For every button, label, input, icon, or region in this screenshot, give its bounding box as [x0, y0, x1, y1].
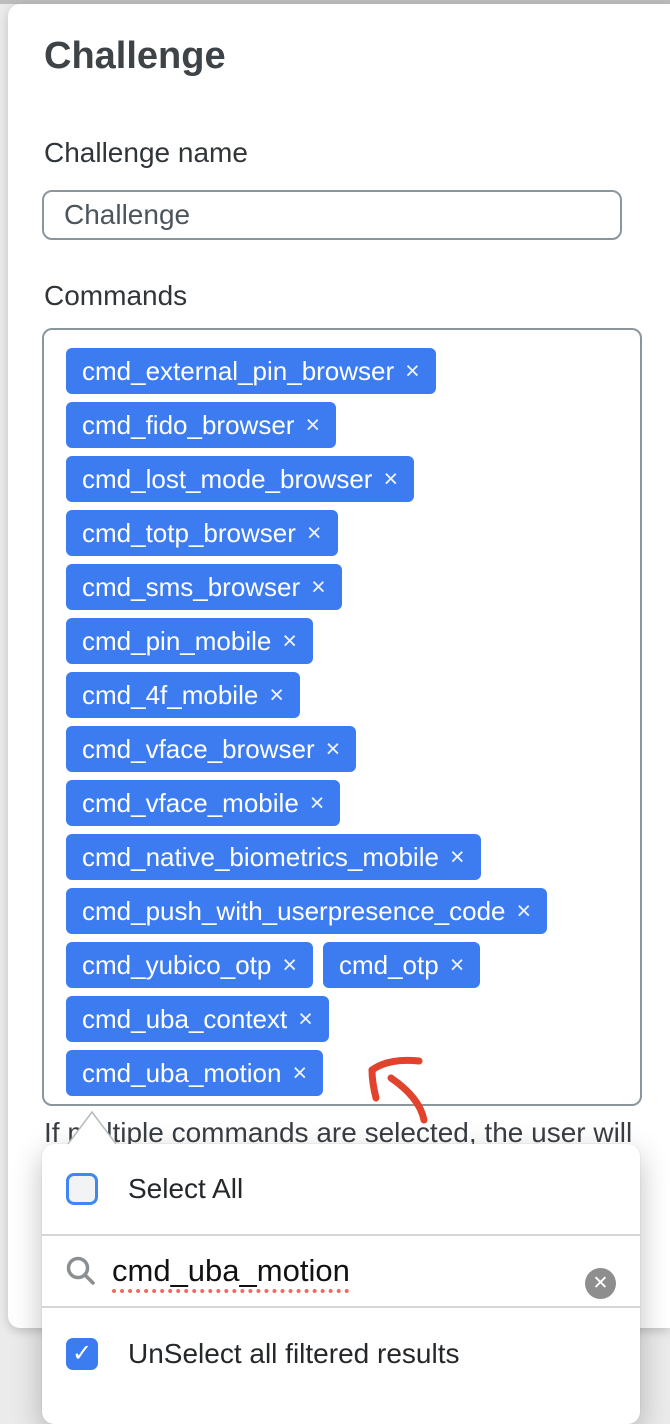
divider — [42, 1306, 640, 1308]
remove-icon[interactable]: × — [306, 518, 322, 547]
command-chip[interactable]: cmd_native_biometrics_mobile × — [66, 834, 481, 880]
command-chip[interactable]: cmd_otp × — [322, 942, 481, 988]
remove-icon[interactable]: × — [309, 788, 325, 817]
commands-label: Commands — [44, 280, 188, 311]
command-chip-label: cmd_external_pin_browser — [82, 355, 395, 386]
command-chip-label: cmd_totp_browser — [82, 517, 296, 548]
command-chip-row: cmd_totp_browser × — [66, 510, 620, 556]
command-chip[interactable]: cmd_4f_mobile × — [66, 672, 300, 718]
command-chip-row: cmd_yubico_otp × cmd_otp × — [66, 942, 620, 988]
remove-icon[interactable]: × — [405, 356, 420, 385]
command-chip[interactable]: cmd_uba_context × — [66, 996, 329, 1042]
command-chip-row: cmd_lost_mode_browser × — [66, 456, 620, 502]
dropdown-caret — [67, 1110, 117, 1145]
command-chip[interactable]: cmd_vface_browser × — [66, 726, 357, 772]
command-chip-label: cmd_uba_motion — [82, 1057, 282, 1088]
red-arrow-annotation — [368, 1056, 428, 1124]
command-chip-row: cmd_4f_mobile × — [66, 672, 620, 718]
command-chip[interactable]: cmd_sms_browser × — [66, 564, 342, 610]
divider — [42, 1234, 640, 1236]
command-chip-label: cmd_sms_browser — [82, 571, 301, 602]
unselect-all-label: UnSelect all filtered results — [128, 1338, 460, 1369]
page-title: Challenge — [44, 35, 226, 77]
remove-icon[interactable]: × — [449, 842, 465, 871]
remove-icon[interactable]: × — [383, 464, 399, 493]
remove-icon[interactable]: × — [305, 410, 321, 439]
remove-icon[interactable]: × — [325, 734, 341, 763]
select-all-label: Select All — [128, 1173, 244, 1204]
commands-multiselect[interactable]: cmd_external_pin_browser×cmd_fido_browse… — [42, 328, 642, 1106]
challenge-name-label: Challenge name — [44, 137, 248, 168]
command-chip-row: cmd_native_biometrics_mobile × — [66, 834, 620, 880]
helper-text: If multiple commands are selected, the u… — [44, 1117, 633, 1148]
command-chip-row: cmd_uba_context × — [66, 996, 620, 1042]
command-chip-label: cmd_pin_mobile — [82, 625, 272, 656]
command-chip[interactable]: cmd_fido_browser × — [66, 402, 337, 448]
command-chip[interactable]: cmd_external_pin_browser × — [66, 348, 436, 394]
unselect-all-checkbox[interactable]: ✓ — [66, 1338, 98, 1370]
command-chip-label: cmd_vface_mobile — [82, 787, 299, 818]
command-chip[interactable]: cmd_uba_motion × — [66, 1050, 324, 1096]
command-chip-row: cmd_vface_browser × — [66, 726, 620, 772]
remove-icon[interactable]: × — [282, 626, 297, 655]
dropdown-search-input[interactable]: cmd_uba_motion — [112, 1253, 350, 1288]
command-chip-row: cmd_fido_browser × — [66, 402, 620, 448]
dropdown-search-row: cmd_uba_motion — [42, 1236, 640, 1306]
command-chip[interactable]: cmd_push_with_userpresence_code × — [66, 888, 548, 934]
command-chip-row: cmd_external_pin_browser × — [66, 348, 620, 394]
commands-dropdown: Select All cmd_uba_motion ✕ ✓ UnSelect a… — [42, 1144, 640, 1424]
command-chip-list: cmd_external_pin_browser×cmd_fido_browse… — [66, 348, 620, 1096]
command-chip[interactable]: cmd_lost_mode_browser × — [66, 456, 415, 502]
command-chip-row: cmd_uba_motion × — [66, 1050, 620, 1096]
command-chip-row: cmd_push_with_userpresence_code × — [66, 888, 620, 934]
remove-icon[interactable]: × — [292, 1058, 308, 1087]
challenge-card: Challenge Challenge name Commands cmd_ex… — [8, 4, 670, 1328]
command-chip-label: cmd_native_biometrics_mobile — [82, 841, 439, 872]
unselect-all-option[interactable]: ✓ UnSelect all filtered results — [42, 1308, 640, 1370]
command-chip-label: cmd_4f_mobile — [82, 679, 259, 710]
check-icon: ✓ — [71, 1340, 93, 1367]
remove-icon[interactable]: × — [269, 680, 284, 709]
remove-icon[interactable]: × — [516, 896, 532, 925]
command-chip[interactable]: cmd_yubico_otp × — [66, 942, 313, 988]
clear-icon: ✕ — [592, 1273, 609, 1294]
challenge-name-input[interactable] — [42, 190, 622, 240]
command-chip-row: cmd_pin_mobile × — [66, 618, 620, 664]
search-icon — [66, 1256, 95, 1285]
command-chip-row: cmd_sms_browser × — [66, 564, 620, 610]
select-all-option[interactable]: Select All — [42, 1144, 640, 1234]
command-chip-label: cmd_otp — [338, 949, 439, 980]
command-chip-label: cmd_vface_browser — [82, 733, 315, 764]
remove-icon[interactable]: × — [298, 1004, 313, 1033]
command-chip-label: cmd_fido_browser — [82, 409, 295, 440]
command-chip[interactable]: cmd_pin_mobile × — [66, 618, 313, 664]
command-chip-row: cmd_vface_mobile × — [66, 780, 620, 826]
command-chip-label: cmd_lost_mode_browser — [82, 463, 373, 494]
remove-icon[interactable]: × — [311, 572, 326, 601]
top-border-strip — [0, 0, 670, 4]
command-chip[interactable]: cmd_totp_browser × — [66, 510, 338, 556]
command-chip-label: cmd_uba_context — [82, 1003, 288, 1034]
select-all-checkbox[interactable] — [66, 1173, 98, 1205]
remove-icon[interactable]: × — [282, 950, 297, 979]
command-chip-label: cmd_yubico_otp — [82, 949, 272, 980]
command-chip[interactable]: cmd_vface_mobile × — [66, 780, 341, 826]
command-chip-label: cmd_push_with_userpresence_code — [82, 895, 506, 926]
remove-icon[interactable]: × — [449, 950, 465, 979]
clear-search-button[interactable]: ✕ — [585, 1268, 616, 1299]
